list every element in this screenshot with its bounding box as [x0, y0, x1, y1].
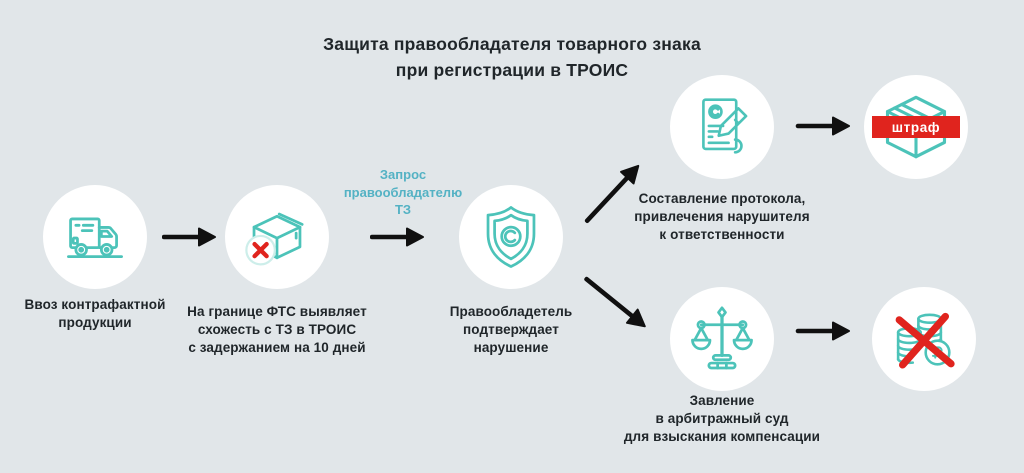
shield-copyright-icon [476, 202, 546, 272]
arrow-right-icon [370, 225, 426, 249]
step-court-label: Завление в арбитражный суд для взыскания… [623, 393, 821, 444]
coins-crossed-icon [888, 303, 960, 375]
step-import-label: Ввоз контрафактной продукции [24, 297, 166, 330]
truck-icon [61, 203, 129, 271]
step-import-circle [43, 185, 147, 289]
arrow-right-icon [162, 225, 218, 249]
step-rightholder-circle [459, 185, 563, 289]
step-customs-label: На границе ФТС выявляет схожесть с ТЗ в … [187, 304, 367, 355]
request-to-rightholder-note: Запрос правообладателю ТЗ [343, 167, 463, 218]
step-customs-circle [225, 185, 329, 289]
result-compensation-circle [872, 287, 976, 391]
page-title: Защита правообладателя товарного знака п… [323, 34, 701, 80]
arrow-down-right-icon [577, 269, 654, 338]
fine-banner: штраф [872, 116, 960, 138]
parcel-icon [242, 202, 312, 272]
reject-cross-badge [245, 234, 276, 266]
arrow-up-right-icon [577, 156, 649, 231]
step-protocol-circle [670, 75, 774, 179]
step-protocol-label: Составление протокола, привлечения наруш… [634, 191, 810, 242]
arrow-right-icon [793, 114, 855, 138]
arrow-right-icon [793, 319, 855, 343]
step-court-circle [670, 287, 774, 391]
red-cross-overlay [895, 312, 955, 369]
step-rightholder-label: Правообладетель подтверждает нарушение [449, 304, 573, 355]
protocol-pen-icon [687, 92, 757, 162]
scales-icon [687, 304, 757, 374]
